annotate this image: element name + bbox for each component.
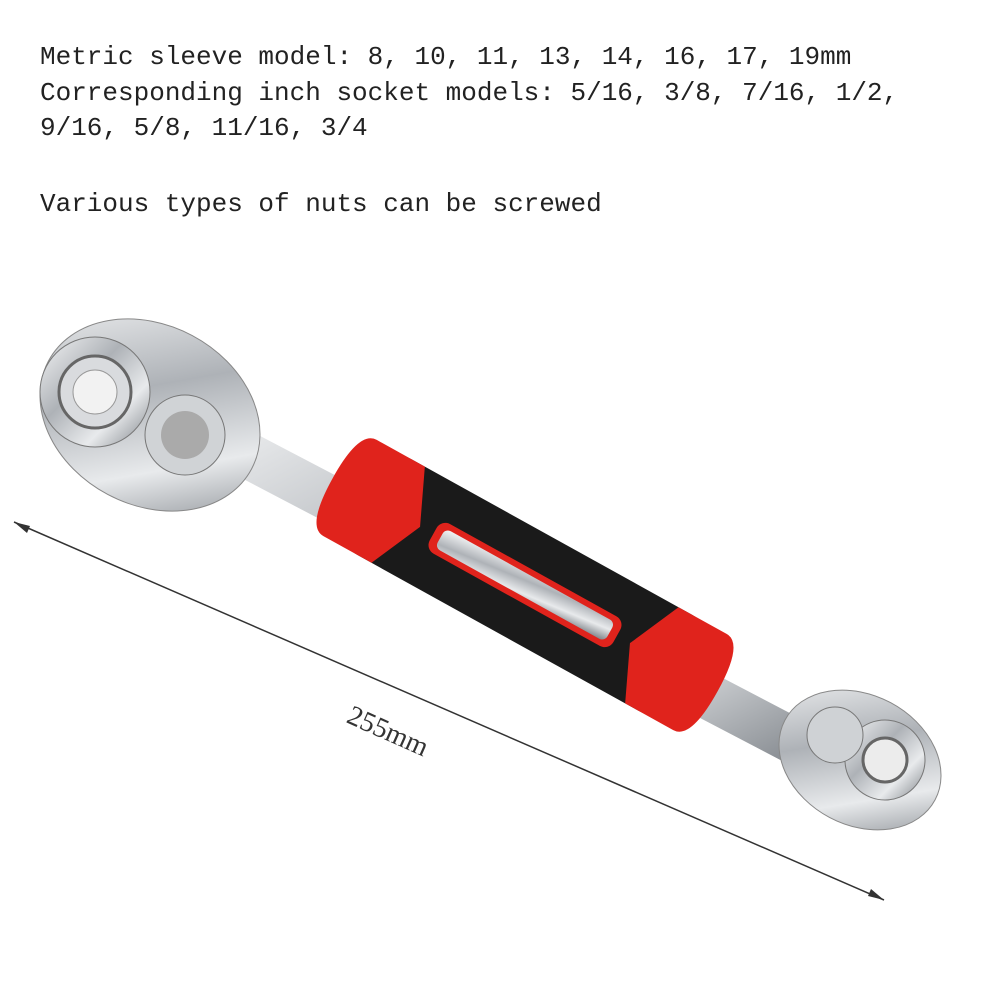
left-socket-head <box>39 318 261 512</box>
metric-sizes-text: Metric sleeve model: 8, 10, 11, 13, 14, … <box>40 42 852 72</box>
handle <box>316 438 734 732</box>
dimension-line <box>13 521 885 901</box>
right-socket-head <box>778 689 942 831</box>
nuts-text: Various types of nuts can be screwed <box>40 189 602 219</box>
inch-sizes-text-2: 9/16, 5/8, 11/16, 3/4 <box>40 113 368 143</box>
inch-sizes-text-1: Corresponding inch socket models: 5/16, … <box>40 78 899 108</box>
